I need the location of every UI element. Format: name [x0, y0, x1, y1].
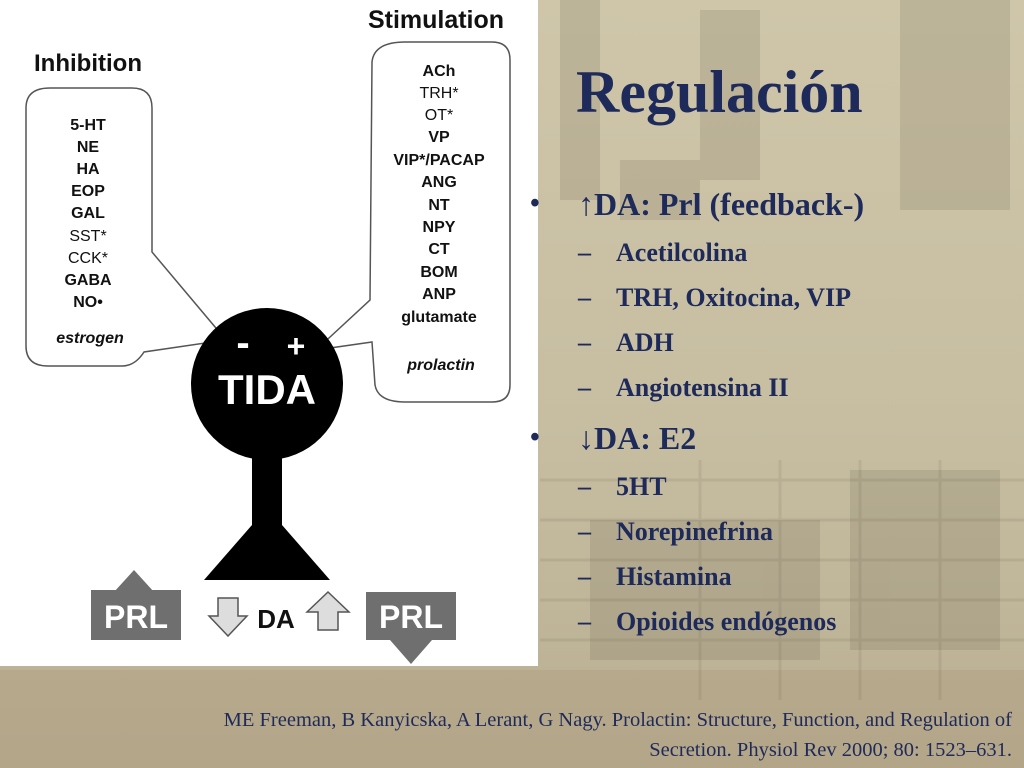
sub-list: –5HT –Norepinefrina –Histamina –Opioides… [578, 464, 864, 644]
stimulator-item: ANG [421, 174, 457, 191]
inhibitor-item: 5-HT [70, 117, 106, 134]
bullet-dot-icon: • [530, 422, 540, 453]
stimulation-balloon [313, 41, 511, 403]
tida-label: TIDA [218, 366, 316, 413]
bullet-dot-icon: • [530, 188, 540, 219]
sub-item: –Opioides endógenos [578, 607, 837, 636]
stimulator-item: ANP [422, 286, 456, 303]
sub-list: –Acetilcolina –TRH, Oxitocina, VIP –ADH … [578, 230, 864, 410]
citation: ME Freeman, B Kanyicska, A Lerant, G Nag… [32, 705, 1012, 765]
citation-line-1: ME Freeman, B Kanyicska, A Lerant, G Nag… [223, 709, 1012, 731]
prl-right-label: PRL [379, 599, 443, 635]
prl-right-box [366, 592, 456, 640]
slide-title: Regulación [576, 59, 863, 125]
stimulator-item: CT [428, 241, 450, 258]
bullet-text: ↓DA: E2 [578, 420, 697, 456]
stimulator-prolactin: prolactin [406, 357, 475, 374]
stimulator-item: TRH* [419, 85, 458, 102]
citation-line-2: Secretion. Physiol Rev 2000; 80: 1523–63… [649, 739, 1012, 761]
prl-up-arrow-icon [114, 570, 154, 592]
inhibitor-item: HA [76, 161, 100, 178]
stimulator-item: glutamate [401, 309, 477, 326]
da-up-arrow-icon [305, 590, 351, 631]
stimulation-label: Stimulation [368, 6, 504, 34]
stimulator-item: VP [428, 129, 450, 146]
stimulator-item: BOM [420, 264, 457, 281]
inhibitor-item: SST* [69, 228, 106, 245]
stimulator-item: OT* [425, 107, 453, 124]
bullet-list: • ↑DA: Prl (feedback-) –Acetilcolina –TR… [528, 182, 864, 650]
prl-down-arrow-icon [390, 640, 432, 664]
tida-regulation-figure: Stimulation Inhibition 5-HT NE HA EOP GA… [0, 0, 538, 666]
tida-axon [252, 455, 282, 530]
minus-sign: - [236, 321, 249, 365]
stimulator-item: ACh [423, 63, 456, 80]
inhibitor-item: GABA [64, 272, 112, 289]
stimulator-item: NT [428, 197, 450, 214]
sub-item: –Histamina [578, 562, 732, 591]
tida-diagram: Stimulation Inhibition 5-HT NE HA EOP GA… [25, 6, 511, 664]
stimulator-item: VIP*/PACAP [393, 152, 485, 169]
sub-item: –5HT [578, 472, 667, 501]
bullet-text: ↑DA: Prl (feedback-) [578, 186, 865, 222]
inhibitor-item: GAL [71, 205, 105, 222]
da-down-arrow-icon [207, 597, 249, 638]
tida-cell-body [191, 308, 343, 460]
inhibitor-item: EOP [71, 183, 105, 200]
sub-item: –ADH [578, 328, 674, 357]
inhibitor-item: CCK* [68, 250, 108, 267]
sub-item: –TRH, Oxitocina, VIP [578, 283, 851, 312]
bullet-item: • ↓DA: E2 –5HT –Norepinefrina –Histamina… [528, 416, 864, 644]
da-label: DA [257, 604, 295, 634]
inhibition-label: Inhibition [34, 50, 142, 77]
stimulator-item: NPY [423, 219, 456, 236]
inhibitor-item: NE [77, 139, 100, 156]
prl-left-label: PRL [104, 599, 168, 635]
sub-item: –Acetilcolina [578, 238, 748, 267]
inhibitor-estrogen: estrogen [56, 330, 124, 347]
sub-item: –Angiotensina II [578, 373, 789, 402]
tida-terminal [204, 525, 330, 580]
bullet-item: • ↑DA: Prl (feedback-) –Acetilcolina –TR… [528, 182, 864, 410]
inhibition-balloon [25, 87, 228, 367]
plus-sign: + [287, 328, 306, 364]
prl-left-box [91, 590, 181, 640]
sub-item: –Norepinefrina [578, 517, 773, 546]
inhibitor-item: NO• [73, 294, 103, 311]
